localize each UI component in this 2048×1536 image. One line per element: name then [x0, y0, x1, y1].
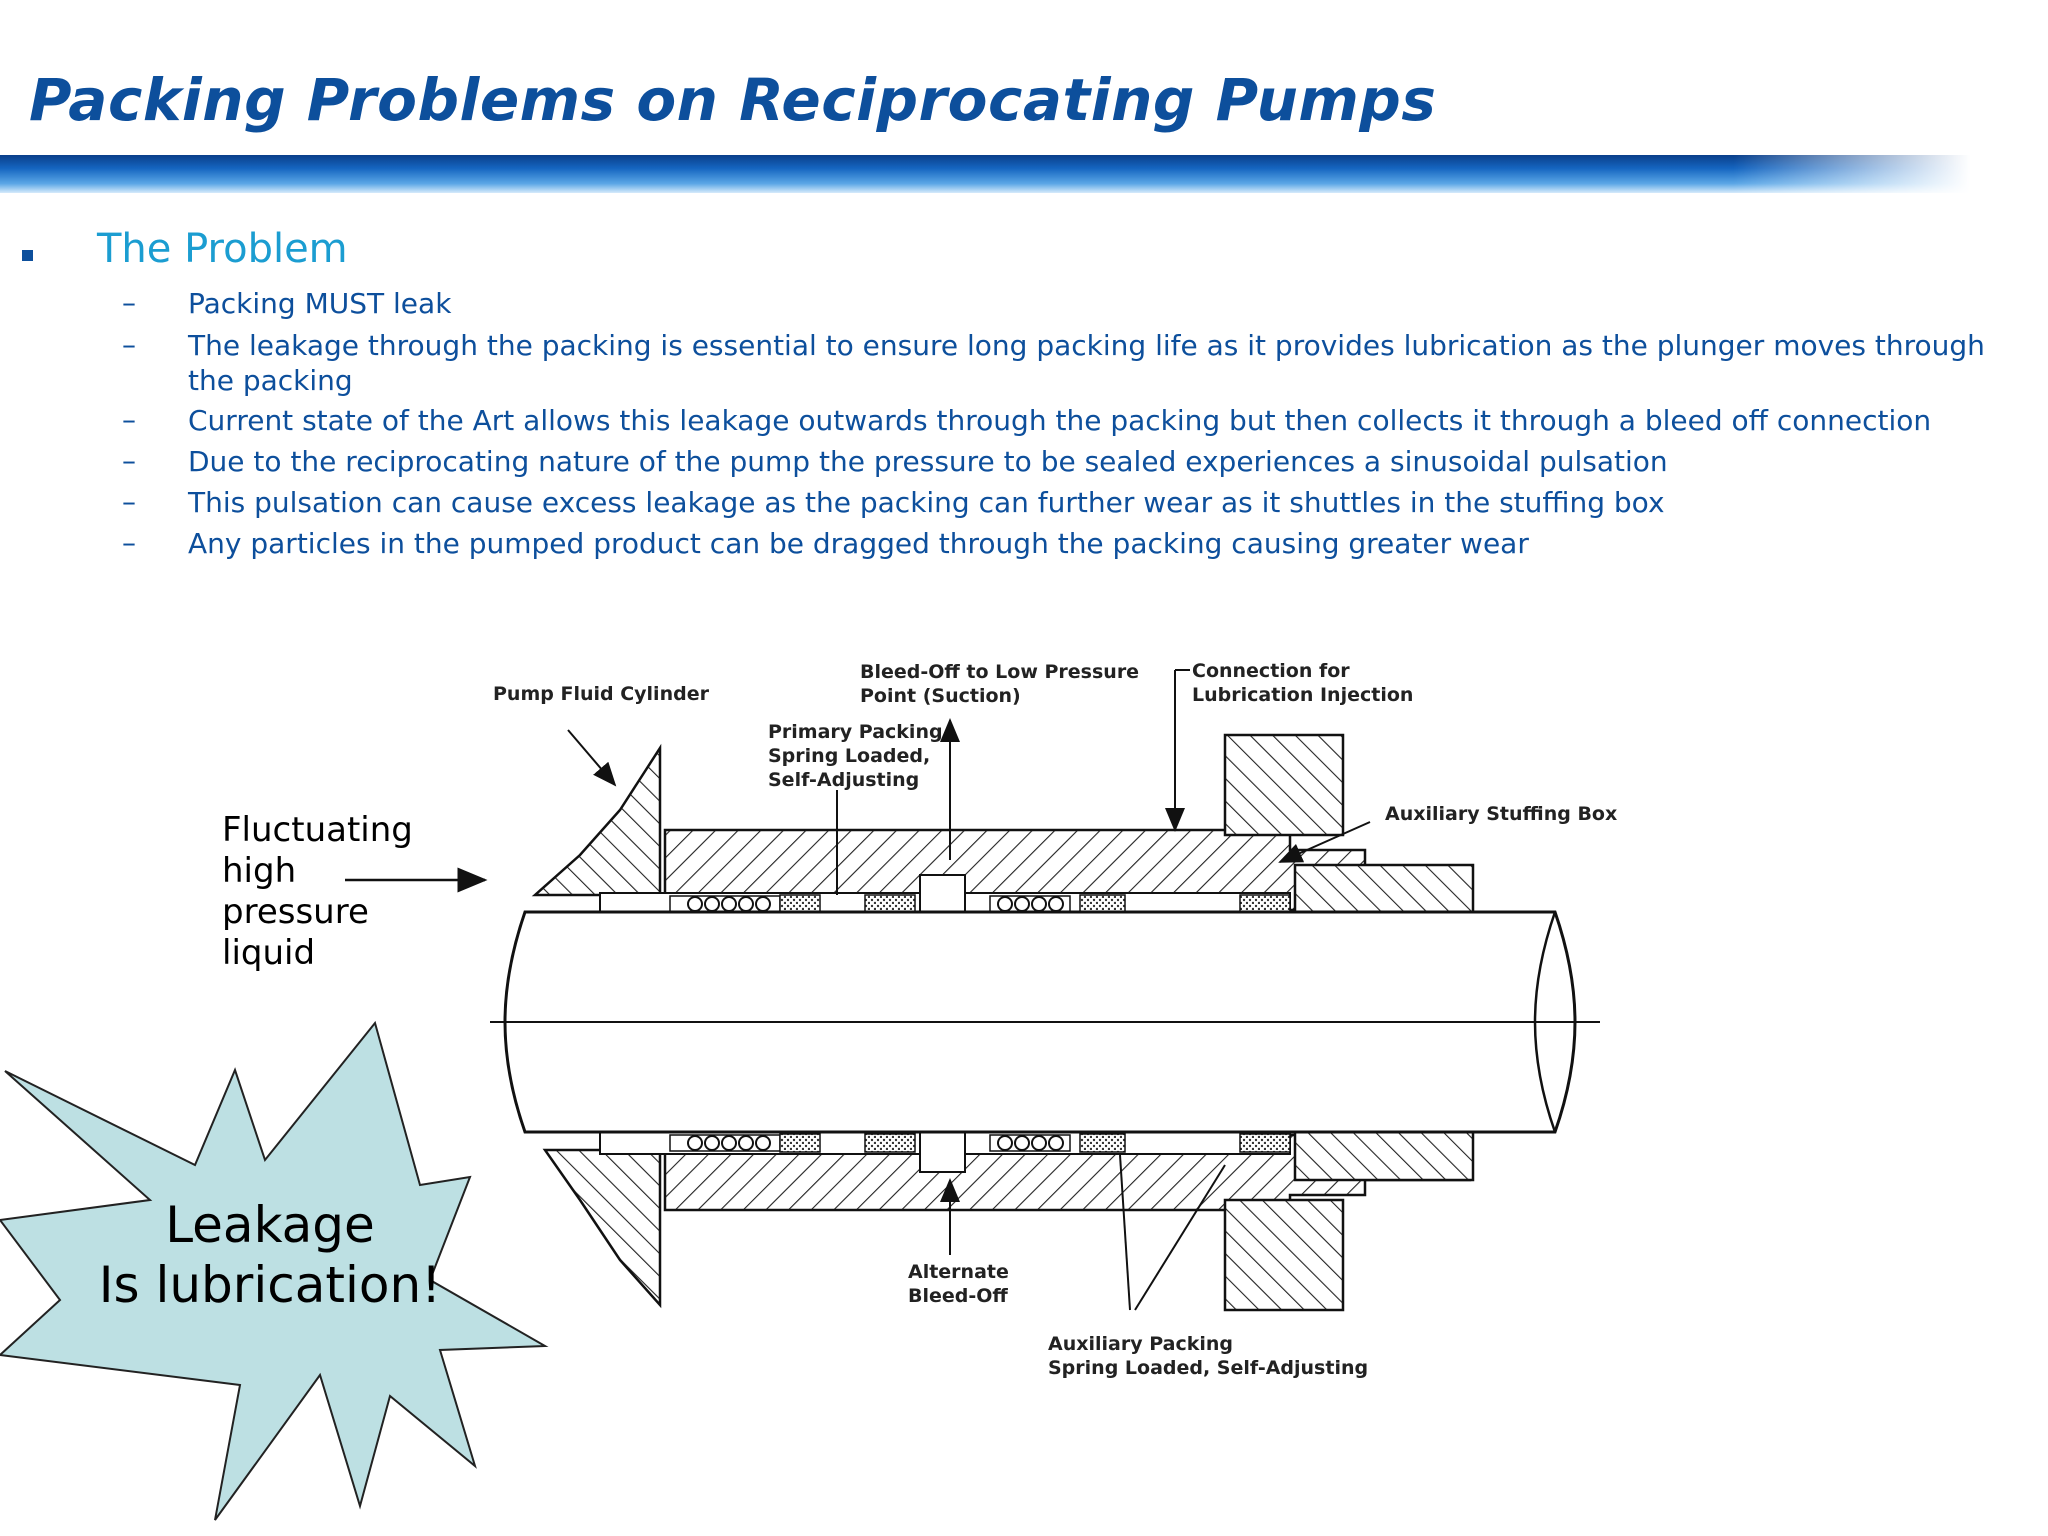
- label-aux-packing-2: Spring Loaded, Self-Adjusting: [1048, 1357, 1368, 1379]
- label-primary-3: Self-Adjusting: [768, 769, 919, 791]
- dash-bullet: –: [122, 328, 136, 361]
- label-alternate-2: Bleed-Off: [908, 1285, 1008, 1307]
- dash-bullet: –: [122, 286, 136, 319]
- dash-bullet: –: [122, 403, 136, 436]
- gland-block-bottom: [1223, 1198, 1345, 1312]
- aux-stuffing-box-top: [1293, 863, 1475, 917]
- list-item: The leakage through the packing is essen…: [188, 329, 1985, 397]
- label-alternate-1: Alternate: [908, 1261, 1009, 1283]
- list-item: Packing MUST leak: [188, 287, 452, 320]
- pump-packing-diagram: Pump Fluid Cylinder Bleed-Off to Low Pre…: [0, 660, 1617, 1521]
- lantern-ring-bottom: [919, 1131, 966, 1173]
- label-connection-1: Connection for: [1192, 660, 1350, 682]
- label-aux-packing-1: Auxiliary Packing: [1048, 1333, 1233, 1355]
- aux-stuffing-box-bottom: [1293, 1128, 1475, 1182]
- label-primary-2: Spring Loaded,: [768, 745, 930, 767]
- title-underline-bar: [0, 155, 1970, 193]
- pump-fluid-cylinder-bottom: [542, 1148, 662, 1309]
- dash-bullet: –: [122, 444, 136, 477]
- starburst-shape: [0, 1020, 549, 1521]
- label-bleed-off-2: Point (Suction): [860, 685, 1021, 707]
- label-connection-2: Lubrication Injection: [1192, 684, 1413, 706]
- lantern-ring-top: [919, 874, 966, 916]
- pump-fluid-cylinder-top: [531, 743, 662, 897]
- list-item: Due to the reciprocating nature of the p…: [188, 445, 1668, 478]
- slide-title: Packing Problems on Reciprocating Pumps: [29, 66, 1437, 134]
- fluctuating-pressure-label: Fluctuating high pressure liquid: [222, 810, 413, 973]
- dash-bullet: –: [122, 526, 136, 559]
- label-bleed-off-1: Bleed-Off to Low Pressure: [860, 661, 1139, 683]
- gland-block-top: [1223, 733, 1345, 837]
- list-item: Any particles in the pumped product can …: [188, 527, 1529, 560]
- label-pump-fluid-cylinder: Pump Fluid Cylinder: [493, 683, 710, 705]
- square-bullet-icon: [22, 250, 33, 261]
- section-heading: The Problem: [97, 226, 348, 272]
- list-item: Current state of the Art allows this lea…: [188, 404, 1932, 437]
- list-item: This pulsation can cause excess leakage …: [188, 486, 1665, 519]
- starburst-text: Leakage Is lubrication!: [98, 1196, 442, 1314]
- label-aux-stuffing-box: Auxiliary Stuffing Box: [1385, 803, 1617, 825]
- label-primary-1: Primary Packing: [768, 721, 943, 743]
- dash-bullet: –: [122, 485, 136, 518]
